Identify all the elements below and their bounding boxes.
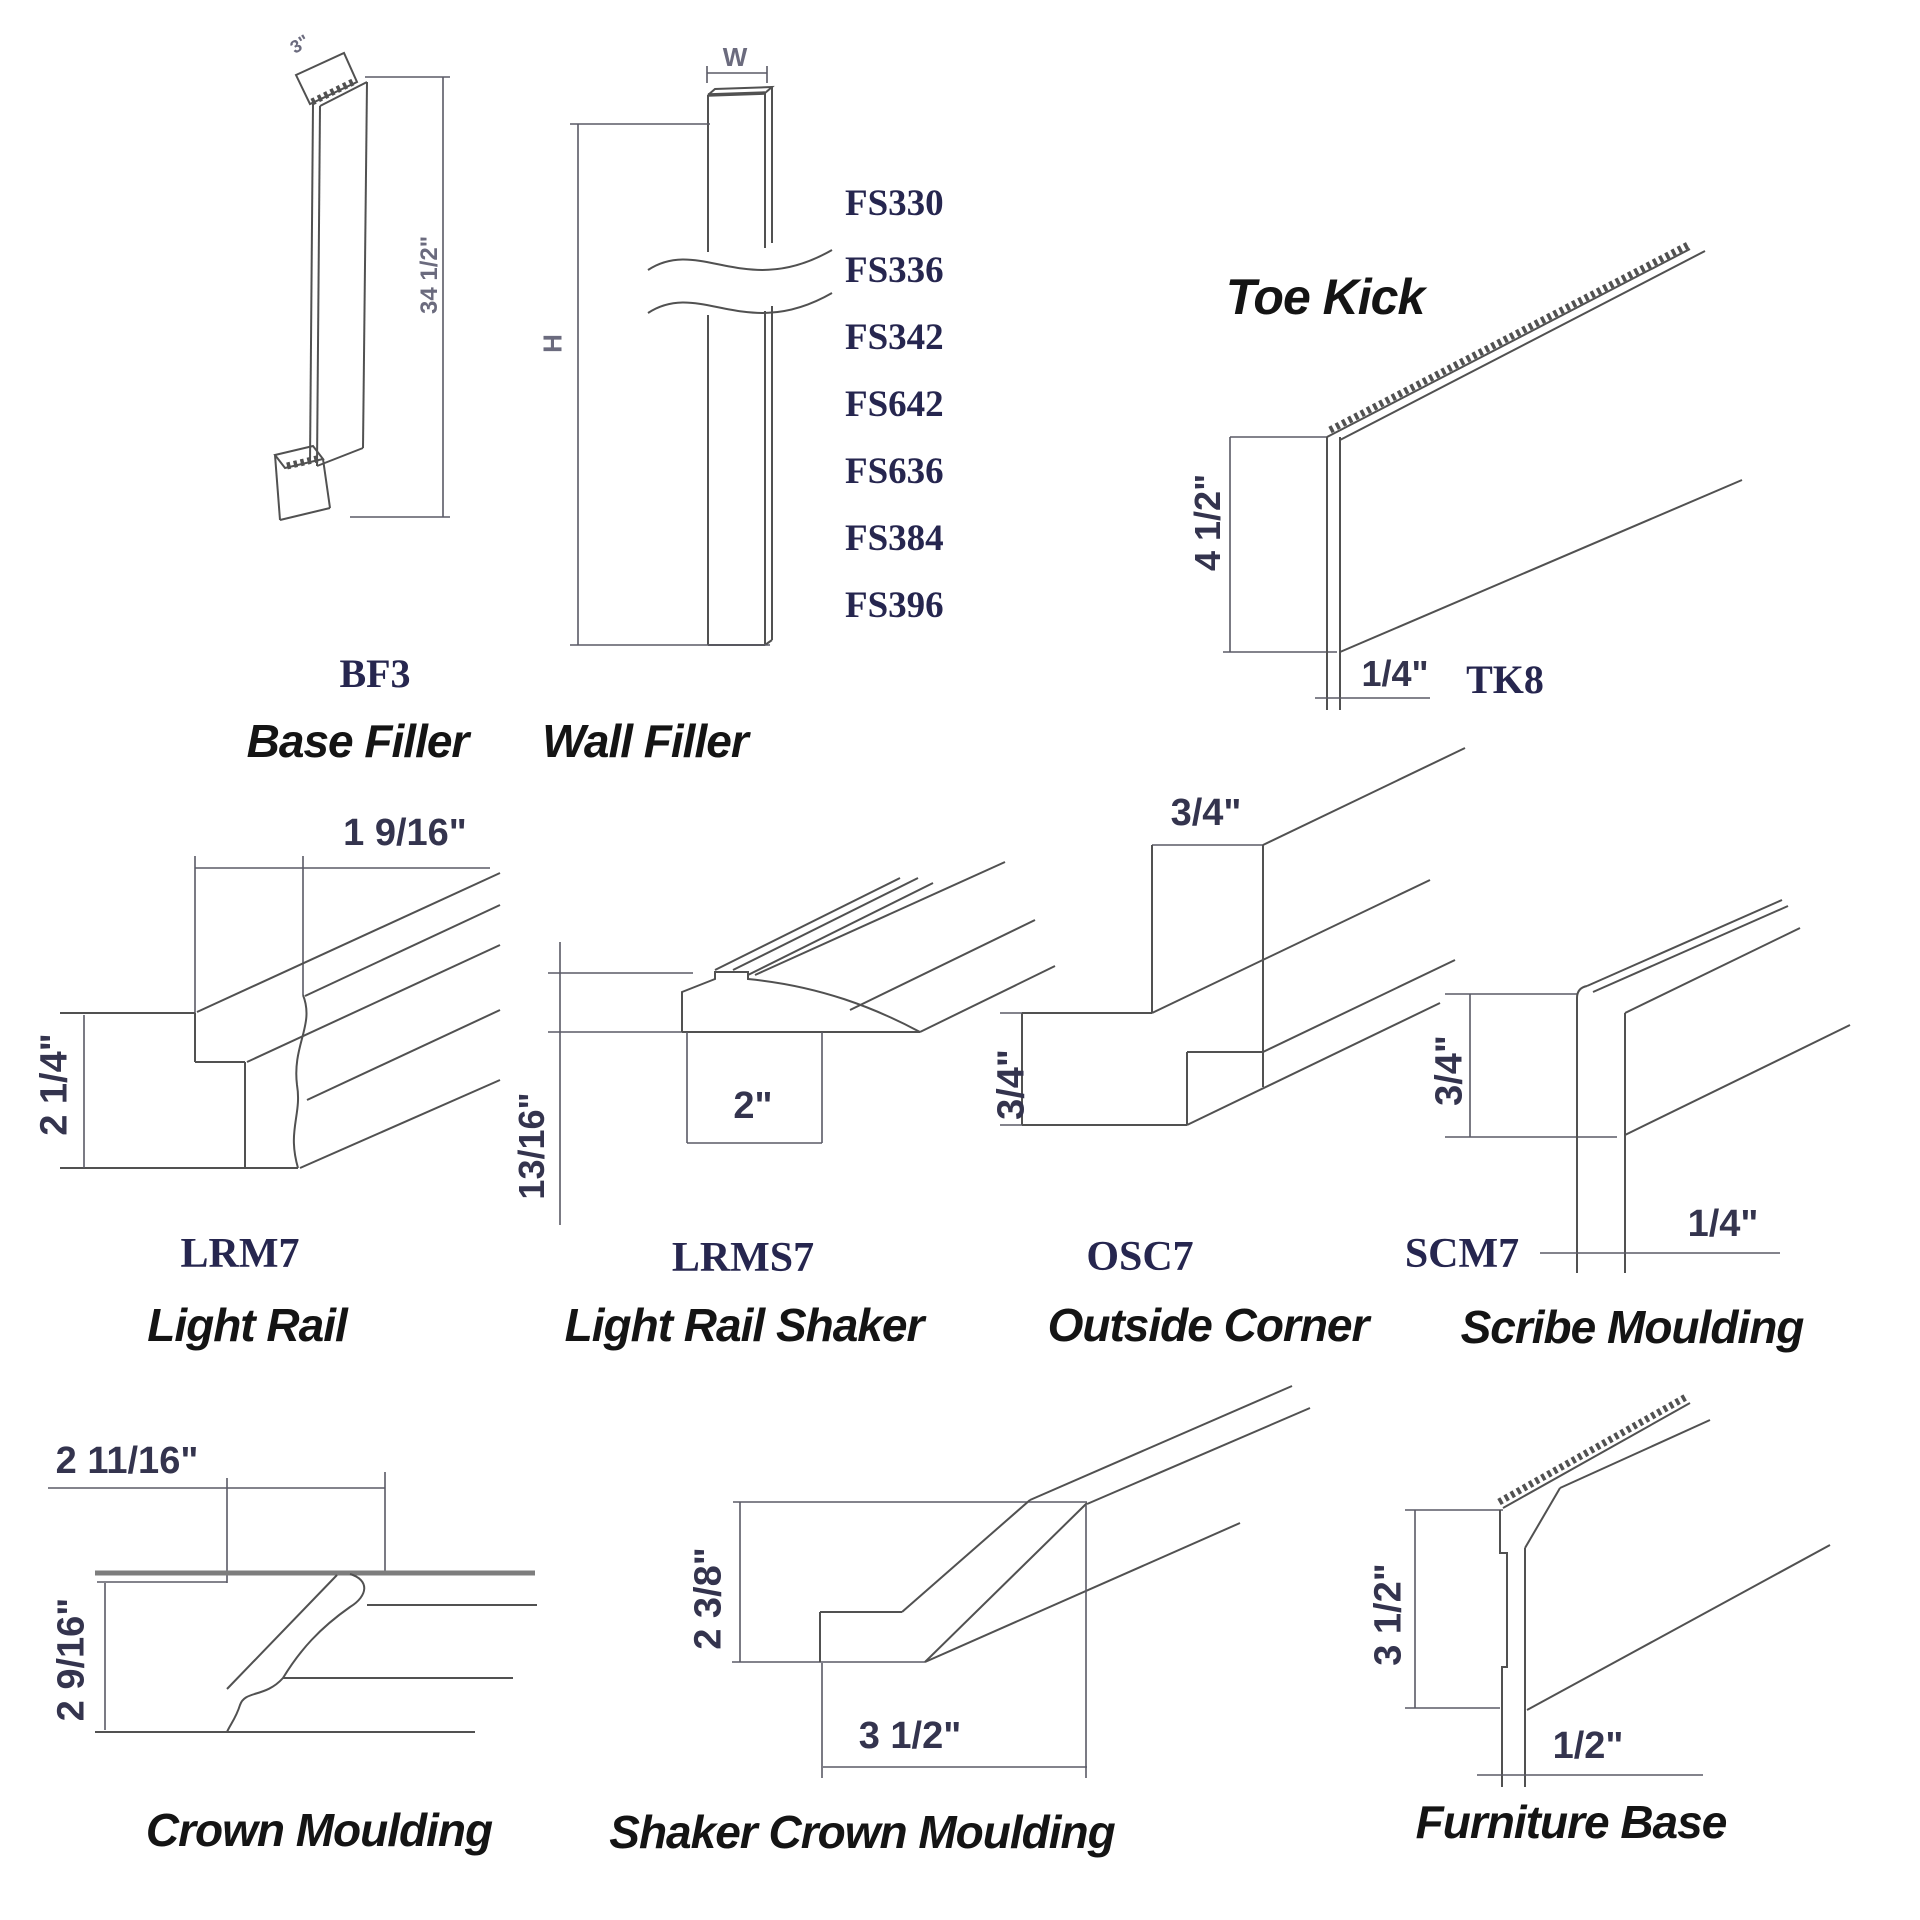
toe-kick-thickness-dim: 1/4": [1361, 653, 1429, 694]
shaker-crown-width-dim: 3 1/2": [858, 1715, 962, 1757]
light-rail-width-dim: 1 9/16": [343, 812, 467, 854]
scribe-moulding-title: Scribe Moulding: [1460, 1301, 1805, 1353]
crown-moulding-width-dim: 2 11/16": [55, 1440, 199, 1482]
crown-moulding-drawing: [48, 1472, 537, 1733]
base-filler-height-dim: 34 1/2": [416, 235, 443, 314]
toe-kick-code: TK8: [1466, 657, 1544, 702]
outside-corner-top-dim: 3/4": [1170, 792, 1242, 834]
shaker-crown-height-dim: 2 3/8": [687, 1547, 730, 1650]
shaker-crown-moulding-drawing: [732, 1385, 1311, 1778]
light-rail-shaker-drawing: [548, 861, 1056, 1225]
light-rail-title: Light Rail: [147, 1299, 348, 1351]
wall-filler-code: FS330: [845, 183, 944, 224]
furniture-base-height-dim: 3 1/2": [1367, 1563, 1410, 1666]
crown-moulding-height-dim: 2 9/16": [50, 1597, 93, 1722]
furniture-base-width-dim: 1/2": [1552, 1725, 1624, 1767]
base-filler-title: Base Filler: [246, 715, 470, 767]
wall-filler-drawing: [570, 66, 833, 646]
shaker-crown-moulding-title: Shaker Crown Moulding: [609, 1806, 1115, 1858]
wall-filler-code: FS396: [845, 585, 944, 626]
light-rail-code: LRM7: [180, 1231, 300, 1277]
furniture-base-drawing: [1405, 1393, 1831, 1787]
wall-filler-code: FS336: [845, 250, 944, 291]
scribe-moulding-height-dim: 3/4": [1428, 1035, 1471, 1106]
toe-kick-title: Toe Kick: [1225, 269, 1426, 325]
outside-corner-title: Outside Corner: [1047, 1299, 1370, 1351]
furniture-base-title: Furniture Base: [1415, 1796, 1728, 1848]
scribe-moulding-code: SCM7: [1404, 1231, 1520, 1277]
toe-kick-drawing: [1223, 241, 1743, 710]
outside-corner-left-dim: 3/4": [990, 1049, 1033, 1120]
wall-filler-code: FS636: [845, 451, 944, 492]
wall-filler-code: FS342: [845, 317, 944, 358]
wall-filler-height-dim: H: [537, 334, 568, 353]
scribe-moulding-drawing: [1445, 899, 1851, 1273]
light-rail-height-dim: 2 1/4": [33, 1033, 76, 1136]
light-rail-drawing: [60, 856, 501, 1169]
wall-filler-code: FS642: [845, 384, 944, 425]
crown-moulding-title: Crown Moulding: [145, 1804, 493, 1856]
light-rail-shaker-width-dim: 2": [733, 1085, 773, 1127]
scribe-moulding-width-dim: 1/4": [1687, 1203, 1759, 1245]
wall-filler-code: FS384: [845, 518, 944, 559]
base-filler-drawing: [273, 51, 450, 521]
base-filler-code: BF3: [339, 651, 411, 696]
light-rail-shaker-code: LRMS7: [671, 1235, 815, 1281]
outside-corner-code: OSC7: [1086, 1234, 1194, 1280]
outside-corner-drawing: [1000, 747, 1466, 1126]
light-rail-shaker-title: Light Rail Shaker: [564, 1299, 925, 1351]
wall-filler-width-dim: W: [722, 42, 748, 72]
wall-filler-title: Wall Filler: [542, 715, 748, 767]
light-rail-shaker-height-dim: 13/16": [511, 1092, 552, 1200]
toe-kick-height-dim: 4 1/2": [1187, 473, 1228, 571]
